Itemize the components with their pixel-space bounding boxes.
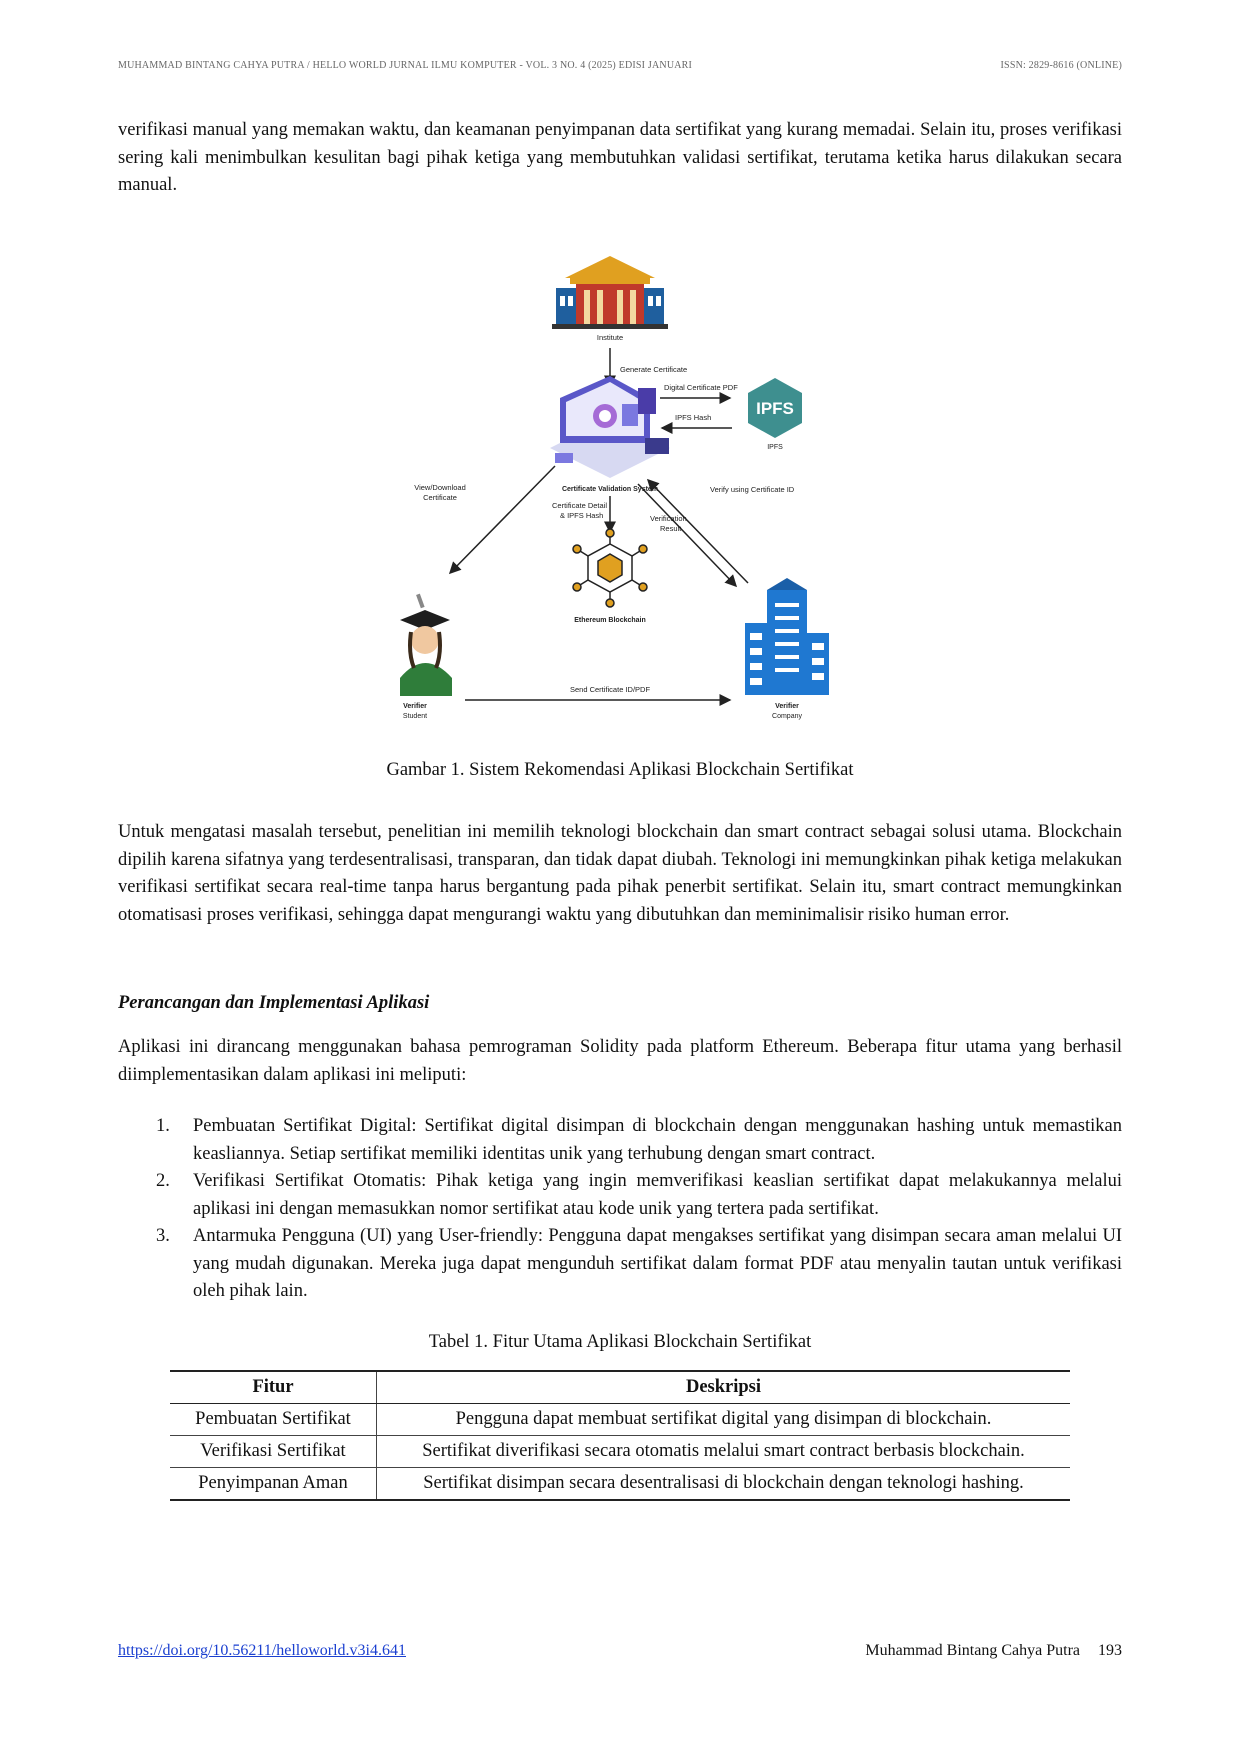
- section-heading: Perancangan dan Implementasi Aplikasi: [118, 993, 430, 1013]
- table-caption: Tabel 1. Fitur Utama Aplikasi Blockchain…: [428, 1332, 812, 1352]
- list-item-text: Antarmuka Pengguna (UI) yang User-friend…: [193, 1226, 1122, 1301]
- arrow-verification-result: [637, 483, 738, 588]
- arrow-verify-id: [646, 478, 749, 584]
- verification-result-label-2: Result: [660, 524, 682, 533]
- ethereum-label: Ethereum Blockchain: [574, 617, 646, 624]
- view-download-label-2: Certificate: [423, 493, 457, 502]
- list-item-number: 1.: [156, 1116, 170, 1136]
- verifier-company-label-2: Company: [772, 713, 802, 720]
- table-header-row: Fitur Deskripsi: [170, 1370, 1070, 1404]
- ipfs-hash-label: IPFS Hash: [675, 413, 711, 422]
- table-cell-description: Sertifikat disimpan secara desentralisas…: [376, 1467, 1070, 1501]
- table-header-deskripsi: Deskripsi: [376, 1370, 1070, 1404]
- validation-system-label: Certificate Validation System: [562, 486, 658, 493]
- digital-pdf-label: Digital Certificate PDF: [664, 383, 738, 392]
- running-header-journal: MUHAMMAD BINTANG CAHYA PUTRA / HELLO WOR…: [118, 60, 693, 71]
- list-item: 3. Antarmuka Pengguna (UI) yang User-fri…: [118, 1223, 1122, 1306]
- company-building-icon: [745, 578, 829, 695]
- verifier-student-label-2: Student: [403, 713, 427, 720]
- certificate-detail-label-2: & IPFS Hash: [560, 511, 603, 520]
- table-cell-description: Sertifikat diverifikasi secara otomatis …: [376, 1435, 1070, 1468]
- feature-table-wrapper: Fitur Deskripsi Pembuatan Sertifikat Pen…: [170, 1370, 1070, 1501]
- paragraph-solution: Untuk mengatasi masalah tersebut, peneli…: [118, 822, 1122, 925]
- table-header-fitur: Fitur: [170, 1370, 377, 1404]
- doi-link[interactable]: https://doi.org/10.56211/helloworld.v3i4…: [118, 1642, 406, 1659]
- table-row: Verifikasi Sertifikat Sertifikat diverif…: [170, 1435, 1070, 1468]
- list-item-text: Pembuatan Sertifikat Digital: Sertifikat…: [193, 1116, 1122, 1164]
- table-cell-feature: Penyimpanan Aman: [170, 1467, 377, 1501]
- table-cell-description: Pengguna dapat membuat sertifikat digita…: [376, 1403, 1070, 1436]
- verifier-company-label-1: Verifier: [775, 703, 799, 710]
- ipfs-caption: IPFS: [767, 444, 783, 451]
- list-item-text: Verifikasi Sertifikat Otomatis: Pihak ke…: [193, 1171, 1122, 1219]
- feature-table: Fitur Deskripsi Pembuatan Sertifikat Pen…: [170, 1370, 1070, 1501]
- running-header: MUHAMMAD BINTANG CAHYA PUTRA / HELLO WOR…: [118, 60, 1122, 76]
- view-download-label-1: View/Download: [414, 483, 466, 492]
- ipfs-logo-text: IPFS: [756, 399, 794, 418]
- verify-using-label: Verify using Certificate ID: [710, 485, 795, 494]
- graduate-student-icon: [400, 593, 452, 696]
- feature-list: 1. Pembuatan Sertifikat Digital: Sertifi…: [118, 1113, 1122, 1306]
- figure-system-diagram: Institute Generate Certificate Certifica…: [370, 248, 870, 750]
- system-diagram-svg: Institute Generate Certificate Certifica…: [400, 256, 829, 720]
- verification-result-label-1: Verification: [650, 514, 687, 523]
- running-header-issn: ISSN: 2829-8616 (ONLINE): [1000, 60, 1122, 71]
- blockchain-icon: [572, 528, 648, 608]
- arrow-view-download: [448, 465, 556, 575]
- ipfs-icon: IPFS: [748, 378, 802, 438]
- paragraph-intro: verifikasi manual yang memakan waktu, da…: [118, 120, 1122, 195]
- page-footer: https://doi.org/10.56211/helloworld.v3i4…: [118, 1642, 1122, 1664]
- certificate-detail-label-1: Certificate Detail: [552, 501, 607, 510]
- page-number: 193: [1098, 1642, 1122, 1659]
- figure-caption: Gambar 1. Sistem Rekomendasi Aplikasi Bl…: [386, 760, 854, 780]
- generate-label: Generate Certificate: [620, 365, 687, 374]
- validation-system-icon: [550, 376, 670, 478]
- table-cell-feature: Pembuatan Sertifikat: [170, 1403, 377, 1436]
- verifier-student-label-1: Verifier: [403, 703, 427, 710]
- list-item: 2. Verifikasi Sertifikat Otomatis: Pihak…: [118, 1168, 1122, 1223]
- paragraph-design-intro: Aplikasi ini dirancang menggunakan bahas…: [118, 1037, 1122, 1085]
- institute-icon: [552, 256, 668, 329]
- institute-label: Institute: [597, 333, 623, 342]
- table-cell-feature: Verifikasi Sertifikat: [170, 1435, 377, 1468]
- list-item: 1. Pembuatan Sertifikat Digital: Sertifi…: [118, 1113, 1122, 1168]
- footer-author: Muhammad Bintang Cahya Putra: [865, 1642, 1080, 1659]
- table-row: Pembuatan Sertifikat Pengguna dapat memb…: [170, 1403, 1070, 1436]
- list-item-number: 3.: [156, 1226, 170, 1246]
- table-row: Penyimpanan Aman Sertifikat disimpan sec…: [170, 1467, 1070, 1501]
- send-certificate-label: Send Certificate ID/PDF: [570, 685, 650, 694]
- list-item-number: 2.: [156, 1171, 170, 1191]
